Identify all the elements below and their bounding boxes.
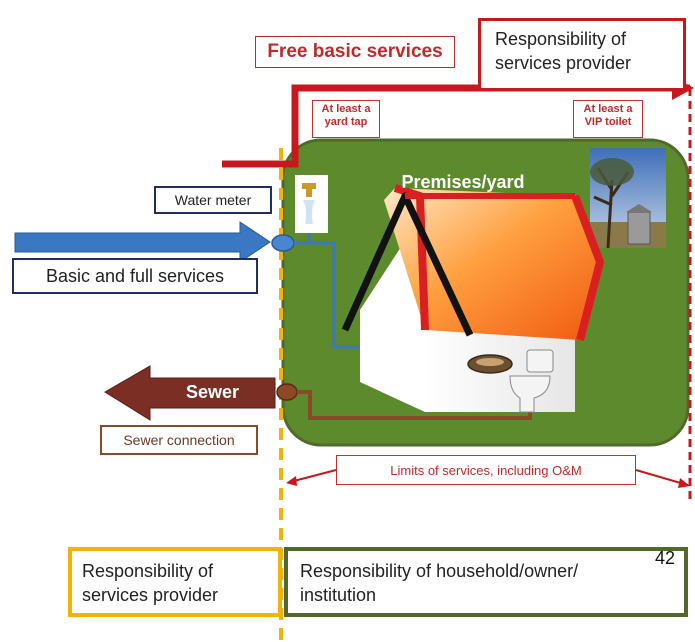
water-meter-label: Water meter (154, 186, 272, 214)
responsibility-top-line2: services provider (495, 53, 632, 73)
vip-line1: At least a (583, 103, 633, 115)
yard-tap-line1: At least a (321, 103, 371, 115)
house-roof (384, 188, 600, 340)
responsibility-top-line1: Responsibility of (495, 29, 627, 49)
sewer-arrow (104, 365, 276, 421)
vip-toilet-label: At least a VIP toilet (573, 100, 643, 138)
faucet-icon (302, 183, 316, 197)
sewer-connection-icon (276, 383, 298, 401)
free-basic-services-boundary (222, 84, 690, 168)
responsibility-right-line1: Responsibility of household/owner/ (300, 561, 579, 581)
responsibility-household-owner: Responsibility of household/owner/ insti… (284, 547, 688, 617)
page-number: 42 (655, 548, 676, 568)
water-supply-arrow (14, 221, 271, 263)
yard-tap-label: At least a yard tap (312, 100, 380, 138)
responsibility-right-line2: institution (300, 585, 377, 605)
responsibility-services-provider-top: Responsibility of services provider (478, 18, 686, 88)
limits-arrow-right (635, 469, 685, 485)
responsibility-left-line1: Responsibility of (82, 561, 214, 581)
premises-yard-title: Premises/yard (401, 172, 525, 192)
basic-and-full-services-label: Basic and full services (12, 258, 258, 294)
sewer-connection-label: Sewer connection (100, 425, 258, 455)
vip-line2: VIP toilet (584, 116, 632, 128)
sewer-label: Sewer (186, 382, 240, 402)
limits-of-services-label: Limits of services, including O&M (336, 455, 636, 485)
water-meter-icon (271, 234, 295, 252)
responsibility-services-provider-bottom: Responsibility of services provider (68, 547, 282, 617)
toilet-icon (509, 349, 554, 413)
free-basic-services-label: Free basic services (255, 36, 455, 68)
responsibility-left-line2: services provider (82, 585, 219, 605)
limits-arrow-left (289, 469, 337, 483)
yard-tap-line2: yard tap (324, 116, 368, 128)
